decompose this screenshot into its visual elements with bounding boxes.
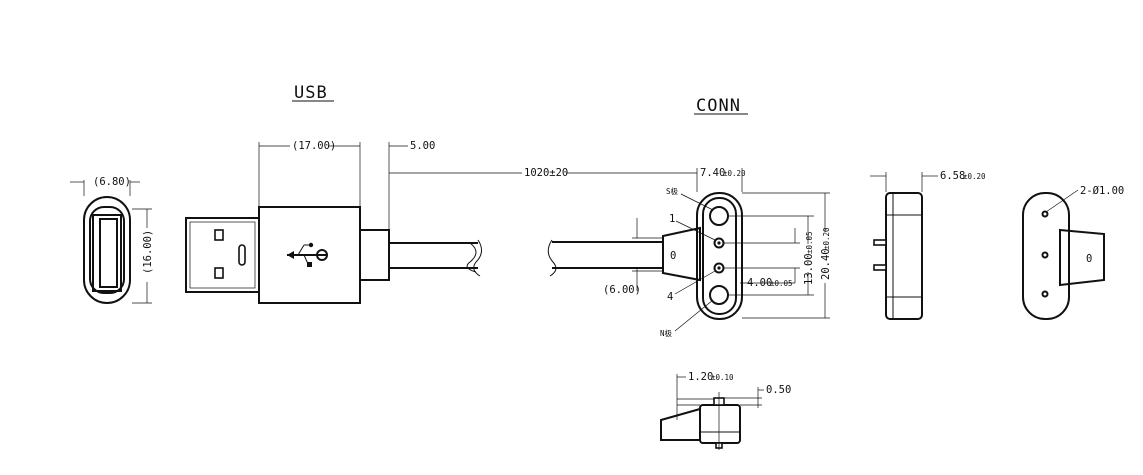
usb-end-view: (6.80) (16.00)	[70, 176, 154, 304]
dim-conn-width: 7.40	[700, 167, 725, 179]
label-pin1: 1	[669, 213, 675, 225]
dim-conn-pitch-inner-tol: ±0.05	[770, 279, 793, 288]
usb-side-view: (17.00) 5.00	[185, 140, 482, 304]
label-n-pole: N极	[660, 328, 673, 338]
dim-conn-depth-tol: ±0.20	[963, 172, 986, 181]
title-conn: CONN	[696, 96, 741, 116]
dim-conn-pitch-inner: 4.00	[747, 277, 772, 289]
dim-pin-height: 0.50	[766, 384, 791, 396]
dim-conn-pitch-outer: 13.00	[803, 253, 815, 285]
dim-conn-height-tol: ±0.20	[822, 227, 831, 250]
pin-detail-view: 1.20 ±0.10 0.50	[660, 371, 791, 450]
conn-side-view: 6.58 ±0.20	[870, 170, 986, 320]
dim-conn-height: 20.40	[820, 248, 832, 280]
conn-mark-front: 0	[670, 250, 676, 262]
dim-strain-relief: 5.00	[410, 140, 435, 152]
dim-usb-length: (17.00)	[292, 140, 336, 152]
cable-length-dim: 1020±20	[389, 167, 697, 179]
conn-mark-back: 0	[1086, 253, 1092, 265]
dim-pin-protrusion: 1.20	[688, 371, 713, 383]
dim-pin-diameter: 2-Ø1.00	[1080, 185, 1124, 197]
dim-usb-height: (16.00)	[142, 230, 154, 274]
label-s-pole: S极	[666, 186, 679, 196]
dim-pin-protrusion-tol: ±0.10	[711, 373, 734, 382]
label-pin4: 4	[667, 291, 673, 303]
dim-conn-tail: (6.00)	[603, 284, 641, 296]
dim-usb-width: (6.80)	[93, 176, 131, 188]
title-usb: USB	[294, 83, 328, 103]
conn-front-view: 0 S极 1 4 N极 7.40 ±0.20 13.00 ±0.05	[547, 167, 832, 338]
dim-conn-pitch-outer-tol: ±0.05	[805, 231, 814, 254]
dim-conn-depth: 6.58	[940, 170, 965, 182]
conn-back-view: 0 2-Ø1.00	[1022, 185, 1124, 320]
dim-cable-length: 1020±20	[524, 167, 568, 179]
dim-conn-width-tol: ±0.20	[723, 169, 746, 178]
usb-trident-icon	[287, 242, 328, 267]
